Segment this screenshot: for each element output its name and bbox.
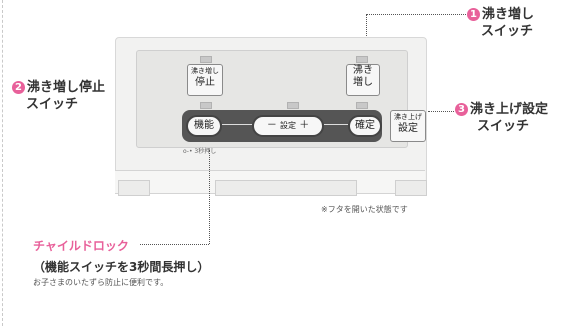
button-label-line2: 停止: [195, 77, 215, 88]
callout-label-line1: 沸き増し: [482, 7, 535, 22]
boil-setting-button[interactable]: 沸き上げ 設定: [390, 110, 426, 142]
bar-connector: [222, 124, 252, 125]
callout-label-line2: スイッチ: [481, 24, 534, 39]
plus-icon[interactable]: ＋: [299, 120, 310, 131]
callout-number: 1: [467, 8, 480, 21]
child-lock-subtitle: （機能スイッチを3秒間長押し）: [33, 260, 210, 274]
callout-label-line2: スイッチ: [477, 119, 530, 134]
indicator-lamp: [287, 102, 299, 109]
button-label-line2: 増し: [353, 77, 373, 88]
setting-adjust-button[interactable]: － 設定 ＋: [252, 115, 324, 137]
child-lock-description: お子さまのいたずら防止に便利です。: [33, 278, 169, 287]
confirm-button[interactable]: 確定: [348, 115, 382, 137]
callout-number: 3: [455, 103, 468, 116]
button-label-line1: 沸き: [353, 65, 373, 76]
panel-foot: [215, 180, 357, 196]
indicator-lamp: [200, 56, 212, 63]
callout-label-line2: スイッチ: [26, 97, 79, 112]
indicator-lamp: [200, 102, 212, 109]
callout-label-line1: 沸き増し停止: [27, 80, 106, 95]
left-border-line: [2, 0, 3, 326]
leader-line-3: [428, 111, 454, 112]
callout-label-line1: 沸き上げ設定: [470, 102, 549, 117]
lid-open-note: ※フタを開いた状態です: [321, 205, 408, 214]
bar-connector: [324, 124, 348, 125]
function-button[interactable]: 機能: [186, 115, 222, 137]
indicator-lamp: [356, 102, 368, 109]
callout-number: 2: [12, 81, 25, 94]
lock-hint-label: o-• 3秒押し: [183, 148, 217, 155]
minus-icon[interactable]: －: [266, 120, 277, 131]
leader-line-lock-v: [209, 150, 210, 244]
leader-line-1-h: [366, 14, 466, 15]
setting-label: 設定: [280, 121, 296, 130]
indicator-lamp: [356, 56, 368, 63]
button-label-line1: 沸き増し: [191, 67, 219, 75]
reheat-button[interactable]: 沸き 増し: [346, 64, 380, 96]
leader-line-lock-h: [140, 244, 209, 245]
reheat-stop-button[interactable]: 沸き増し 停止: [187, 64, 223, 96]
panel-foot: [395, 180, 427, 196]
panel-foot: [118, 180, 150, 196]
button-label-line2: 設定: [398, 123, 418, 134]
button-label-line1: 沸き上げ: [394, 113, 422, 121]
child-lock-title: チャイルドロック: [33, 239, 129, 253]
